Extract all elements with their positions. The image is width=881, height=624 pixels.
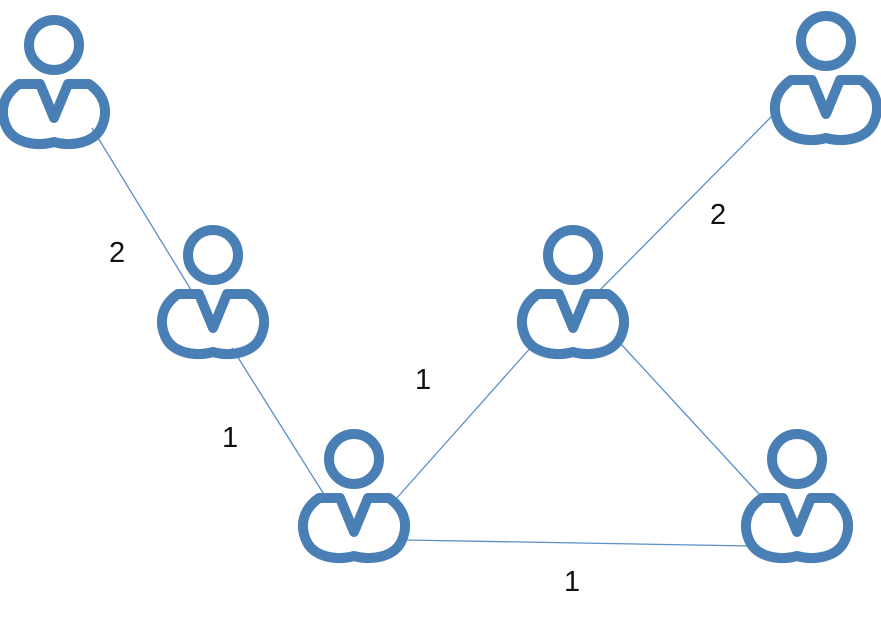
edge-p2-p3 [231, 347, 326, 497]
person-icon [3, 20, 105, 144]
edges [91, 109, 779, 547]
person-icon [162, 230, 264, 354]
person-icon [746, 434, 848, 558]
edge-label-p4-p5: 2 [710, 199, 726, 231]
edge-labels: 2 1 1 2 1 [109, 199, 726, 598]
edge-p1-p2 [91, 127, 197, 299]
edge-label-p2-p3: 1 [222, 422, 238, 454]
edge-label-p3-p6: 1 [564, 566, 580, 598]
nodes [3, 16, 877, 558]
edge-label-p1-p2: 2 [109, 237, 125, 269]
edge-p3-p4 [394, 344, 534, 501]
edge-label-p3-p4: 1 [415, 364, 431, 396]
person-icon [522, 230, 624, 354]
edge-p4-p6 [619, 342, 761, 496]
person-icon [775, 16, 877, 140]
person-icon [303, 434, 405, 558]
edge-p3-p6 [404, 539, 753, 547]
edge-p4-p5 [599, 109, 779, 291]
